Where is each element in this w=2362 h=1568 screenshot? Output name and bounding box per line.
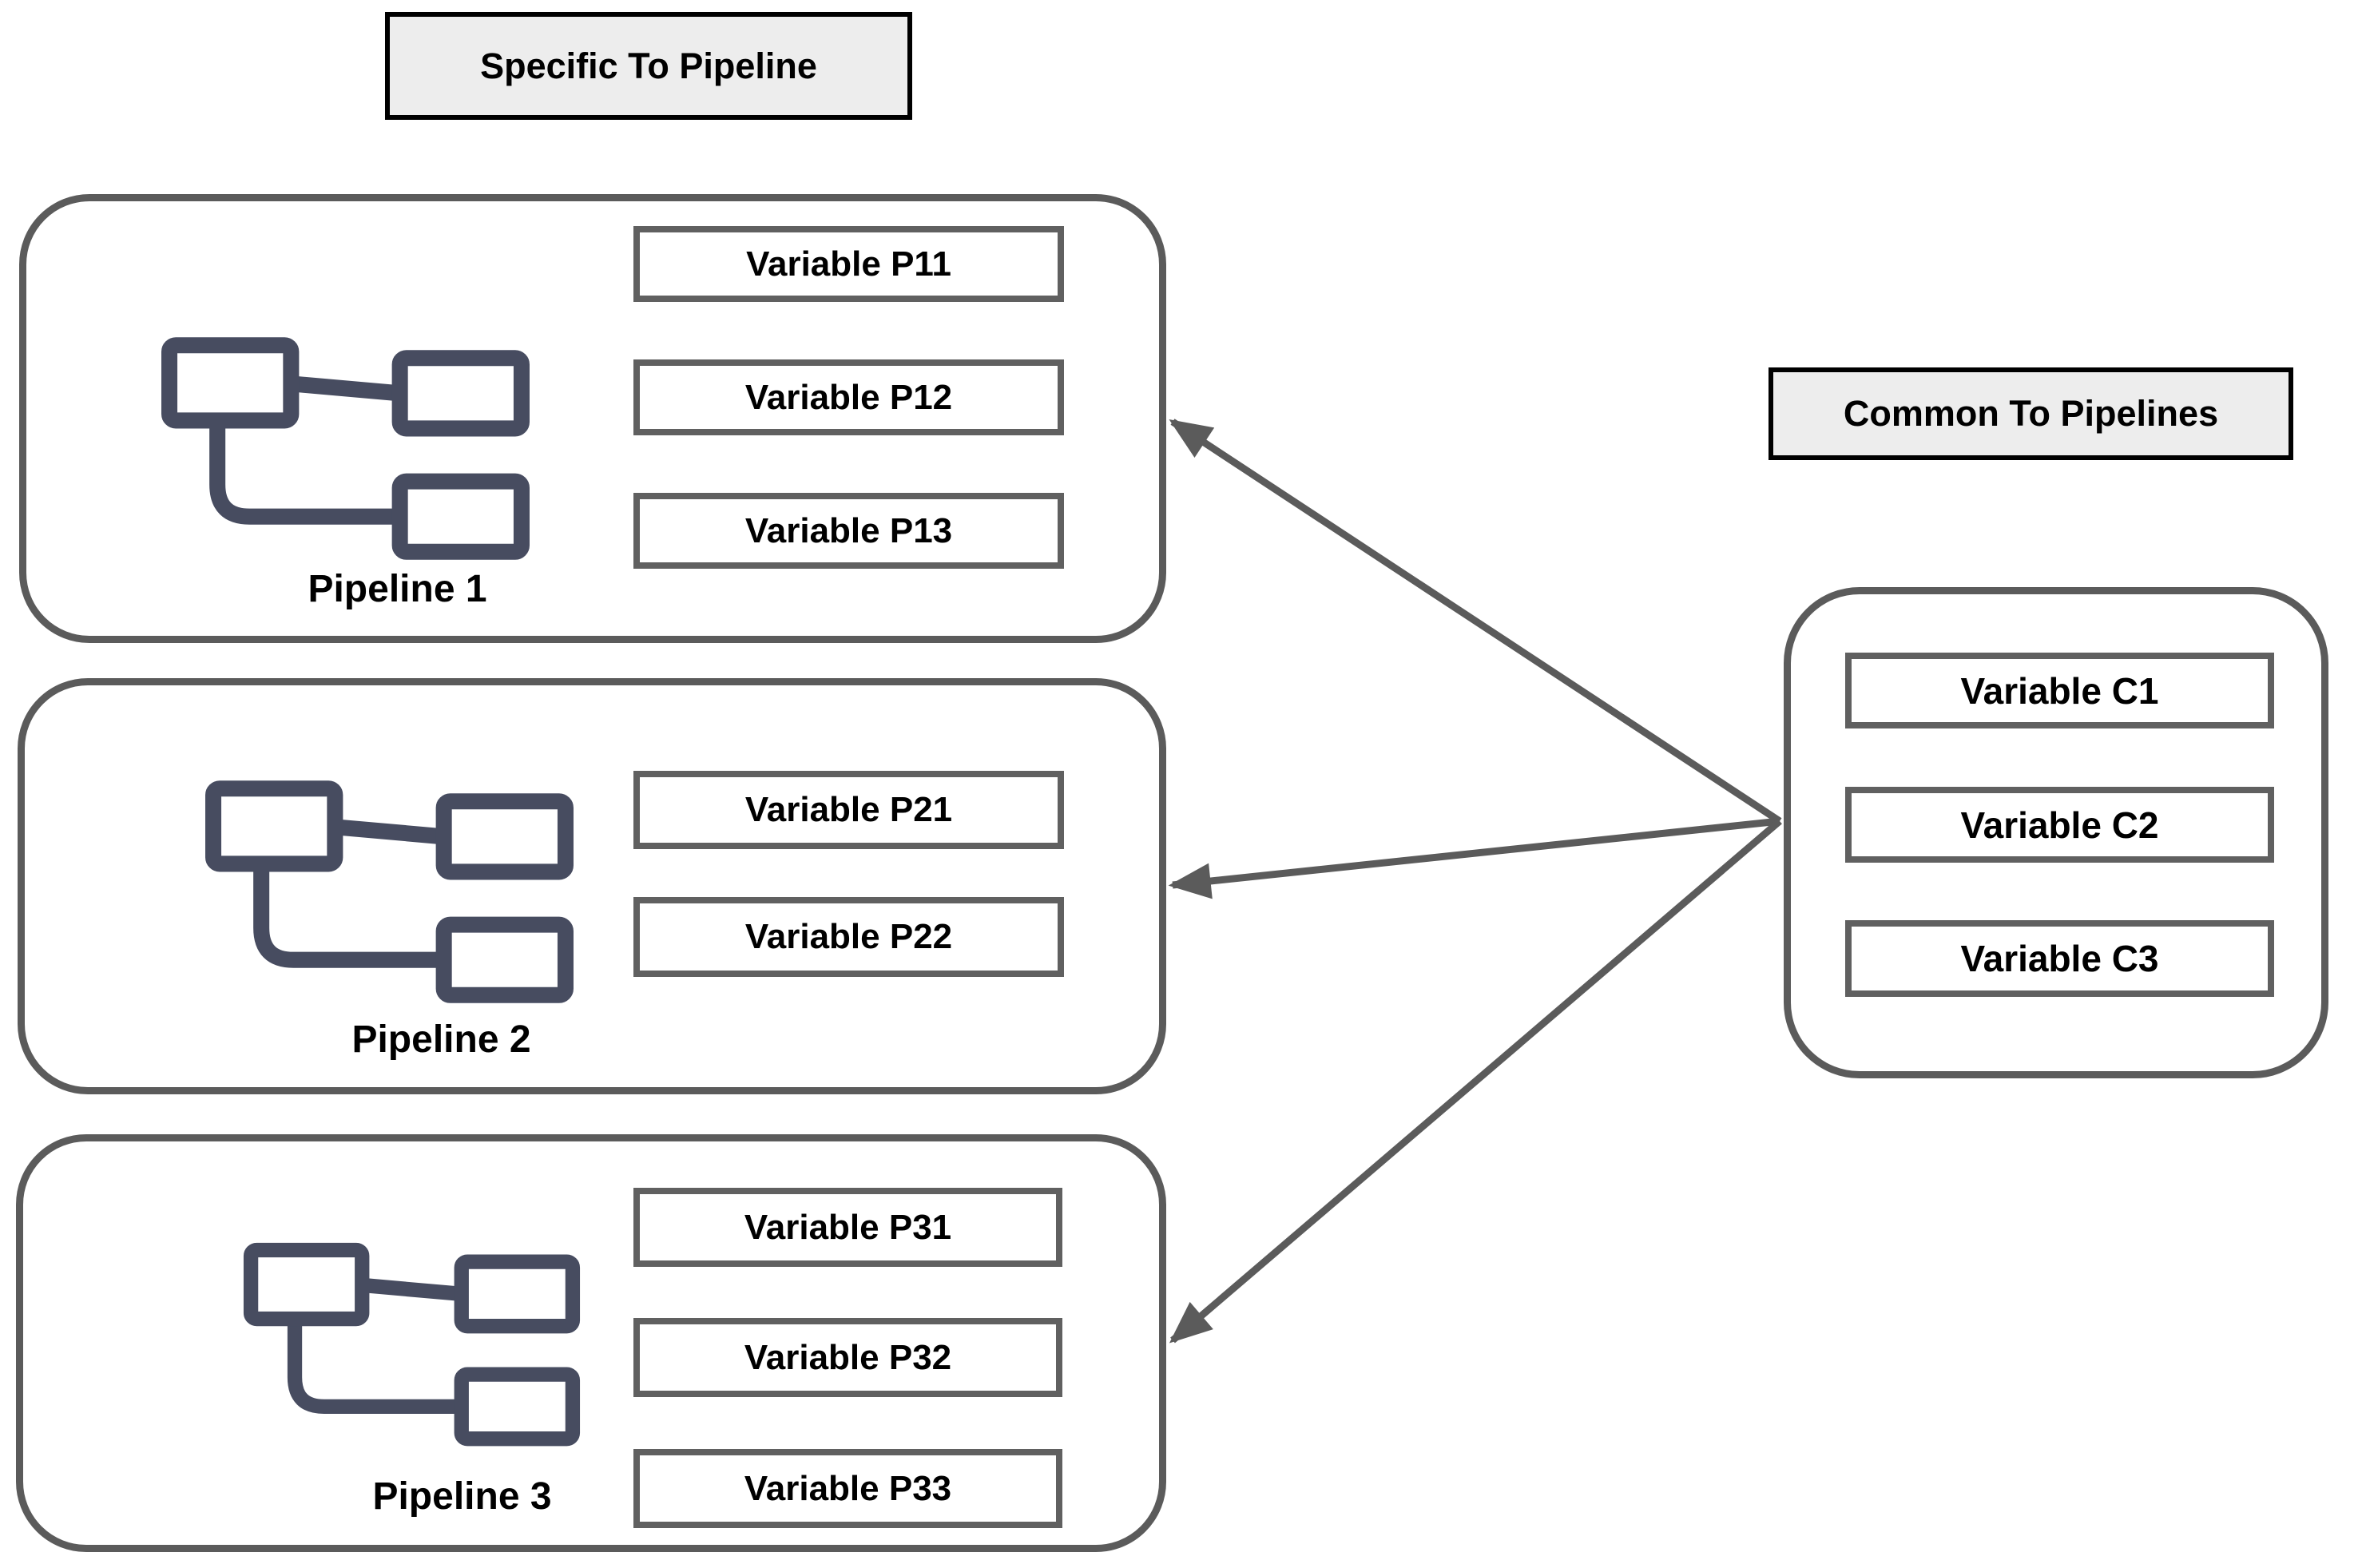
pipeline-1-flow-icon [161,337,530,560]
variable-box-p33: Variable P33 [633,1449,1062,1528]
variable-box-c1: Variable C1 [1845,653,2274,728]
pipeline-2-label: Pipeline 2 [351,1018,531,1061]
arrow-common-to-pipeline-3 [1169,818,1782,1344]
variable-box-c3: Variable C3 [1845,920,2274,997]
variable-box-p31: Variable P31 [633,1188,1062,1267]
variable-box-p22: Variable P22 [633,897,1064,977]
variable-box-p11: Variable P11 [633,226,1064,302]
pipeline-2-flow-icon [205,780,574,1003]
pipeline-3-container: Pipeline 3 Variable P31 Variable P32 Var… [16,1134,1166,1552]
variable-box-p32: Variable P32 [633,1318,1062,1397]
common-group-container: Variable C1 Variable C2 Variable C3 [1784,587,2328,1078]
pipeline-3-flow-icon [243,1242,581,1447]
pipeline-2-container: Pipeline 2 Variable P21 Variable P22 [18,678,1166,1094]
variable-box-c2: Variable C2 [1845,787,2274,863]
pipeline-1-container: Pipeline 1 Variable P11 Variable P12 Var… [19,194,1166,643]
arrow-common-to-pipeline-2 [1168,817,1780,899]
variable-box-p21: Variable P21 [633,771,1064,849]
pipeline-1-label: Pipeline 1 [308,568,487,610]
common-title-box: Common To Pipelines [1769,367,2293,460]
specific-title-box: Specific To Pipeline [385,12,912,120]
pipeline-3-label: Pipeline 3 [372,1475,552,1518]
variable-box-p13: Variable P13 [633,493,1064,569]
variable-box-p12: Variable P12 [633,359,1064,435]
arrow-common-to-pipeline-1 [1169,419,1782,824]
